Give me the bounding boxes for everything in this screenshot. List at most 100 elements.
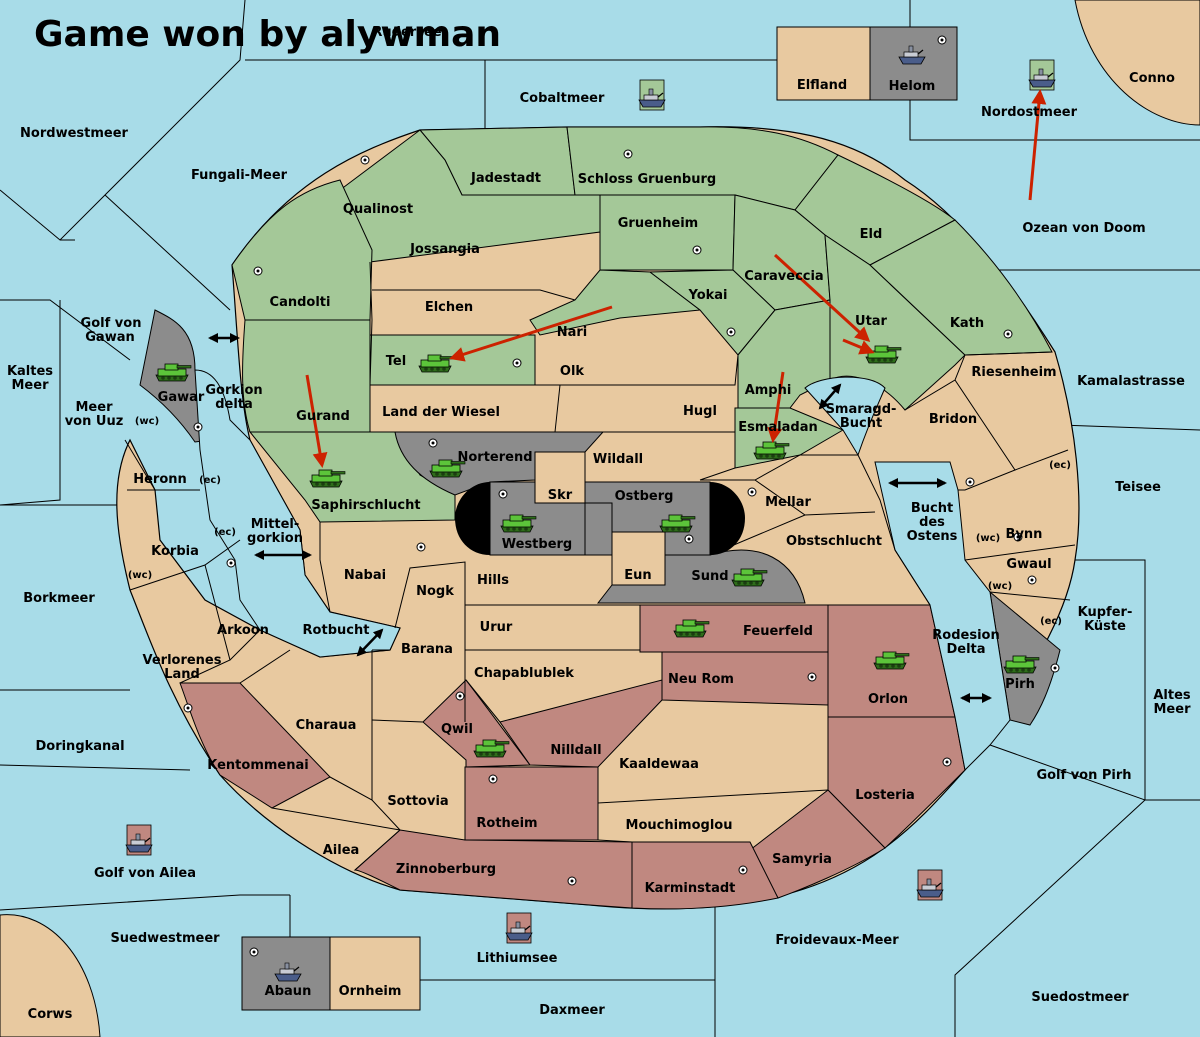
label-68: Neu Rom <box>668 672 734 687</box>
label-57: Nogk <box>416 584 454 599</box>
sc-abaun <box>249 947 259 957</box>
label-56: Sund <box>691 569 728 584</box>
label-87: Karminstadt <box>645 881 736 896</box>
sc-pirh <box>1050 663 1060 673</box>
label-22: Golf von <box>81 316 142 331</box>
label-62: Arkoon <box>217 623 269 638</box>
label-52: Gwaul <box>1006 557 1051 572</box>
province-samyria[interactable] <box>749 789 886 899</box>
label-59: Urur <box>480 620 513 635</box>
label-81: Rotheim <box>476 816 537 831</box>
label-88: Suedwestmeer <box>110 931 220 946</box>
label-94: Daxmeer <box>539 1003 605 1018</box>
label-85: Zinnoberburg <box>396 862 496 877</box>
order-arrows <box>305 89 1047 468</box>
sc-helom <box>937 35 947 45</box>
coast-ec-bridon: (ec) <box>1049 460 1071 471</box>
canal-arrows <box>208 333 992 703</box>
label-24: Olk <box>560 364 585 379</box>
label-3: Helom <box>889 79 936 94</box>
label-54: Hills <box>477 573 509 588</box>
order-arrow-2 <box>305 374 328 468</box>
province-karminstadt[interactable] <box>631 841 779 910</box>
label-73: Charaua <box>296 718 357 733</box>
label-35: Gurand <box>296 409 350 424</box>
label-66b: Land <box>164 667 200 682</box>
label-31: Amphi <box>745 383 792 398</box>
sc-candolti <box>253 266 263 276</box>
province-ornheim[interactable] <box>329 936 421 1011</box>
coast-ec-gwaul: (ec) <box>1040 616 1062 627</box>
province-kentommenai[interactable] <box>179 682 331 809</box>
label-28: Gawar <box>158 390 205 405</box>
label-61: Kupfer- <box>1078 605 1133 620</box>
label-29: Gorkion <box>205 383 262 398</box>
sc-neu-rom <box>807 672 817 682</box>
sc-westberg <box>498 489 508 499</box>
label-82: Mouchimoglou <box>626 818 733 833</box>
label-91: Abaun <box>265 984 312 999</box>
label-64b: Delta <box>946 642 985 657</box>
label-40: Heronn <box>133 472 187 487</box>
label-16: Caraveccia <box>744 269 823 284</box>
red-provinces <box>179 604 966 910</box>
label-61b: Küste <box>1084 619 1126 634</box>
label-2: Elfland <box>797 78 847 93</box>
label-72: Qwil <box>441 722 473 737</box>
province-nilldall[interactable] <box>499 679 663 768</box>
label-46c: Ostens <box>907 529 958 544</box>
coast-ec-korbia: (ec) <box>214 527 236 538</box>
province-zinnoberburg[interactable] <box>353 829 633 909</box>
coast-wc-korbia: (wc) <box>128 570 152 581</box>
sc-jadestadt <box>360 155 370 165</box>
label-93: Suedostmeer <box>1031 990 1129 1005</box>
label-75: Doringkanal <box>35 739 124 754</box>
sc-losteria <box>942 757 952 767</box>
province-eun[interactable] <box>611 531 666 586</box>
province-skr[interactable] <box>534 451 586 504</box>
label-5: Nordwestmeer <box>20 126 128 141</box>
label-64: Rodesion <box>932 628 999 643</box>
province-labels: Rudersee Cobaltmeer Elfland Helom Conno … <box>7 25 1191 1022</box>
label-67: Chapablublek <box>474 666 574 681</box>
province-conno[interactable] <box>1074 0 1200 126</box>
label-53: Nabai <box>344 568 386 583</box>
label-15: Candolti <box>270 295 331 310</box>
label-65: Barana <box>401 642 453 657</box>
label-84: Samyria <box>772 852 832 867</box>
label-70: Pirh <box>1005 677 1035 692</box>
label-46: Bucht <box>911 501 953 516</box>
label-86: Golf von Ailea <box>94 866 196 881</box>
label-14: Ozean von Doom <box>1022 221 1145 236</box>
canal-smaragd <box>818 383 842 410</box>
label-21: Kath <box>950 316 984 331</box>
province-elfland[interactable] <box>776 26 871 101</box>
label-17: Elchen <box>425 300 473 315</box>
label-42: Saphirschlucht <box>311 498 420 513</box>
label-9: Schloss Gruenburg <box>578 172 716 187</box>
label-36: Esmaladan <box>738 420 818 435</box>
central-region <box>455 451 745 586</box>
label-66: Verlorenes <box>142 653 221 668</box>
label-71b: Meer <box>1154 702 1192 717</box>
label-90: Lithiumsee <box>477 951 558 966</box>
label-10: Qualinost <box>343 202 413 217</box>
province-candolti[interactable] <box>231 179 373 321</box>
label-33: Hugl <box>683 404 717 419</box>
label-30b: von Uuz <box>65 414 124 429</box>
label-47b: gorkion <box>247 531 303 546</box>
label-50: Bynn <box>1006 527 1043 542</box>
label-95: Corws <box>28 1007 73 1022</box>
label-46b: des <box>919 515 945 530</box>
coast-wc-bynn: (wc) <box>976 533 1000 544</box>
label-37: Bridon <box>929 412 977 427</box>
sc-sund <box>684 534 694 544</box>
label-39: Wildall <box>593 452 643 467</box>
label-1: Cobaltmeer <box>520 91 605 106</box>
sc-zinnoberburg <box>567 876 577 886</box>
sc-gwaul <box>1027 575 1037 585</box>
sc-korbia <box>226 558 236 568</box>
province-gruenheim[interactable] <box>599 194 736 271</box>
label-76: Kentommenai <box>207 758 308 773</box>
